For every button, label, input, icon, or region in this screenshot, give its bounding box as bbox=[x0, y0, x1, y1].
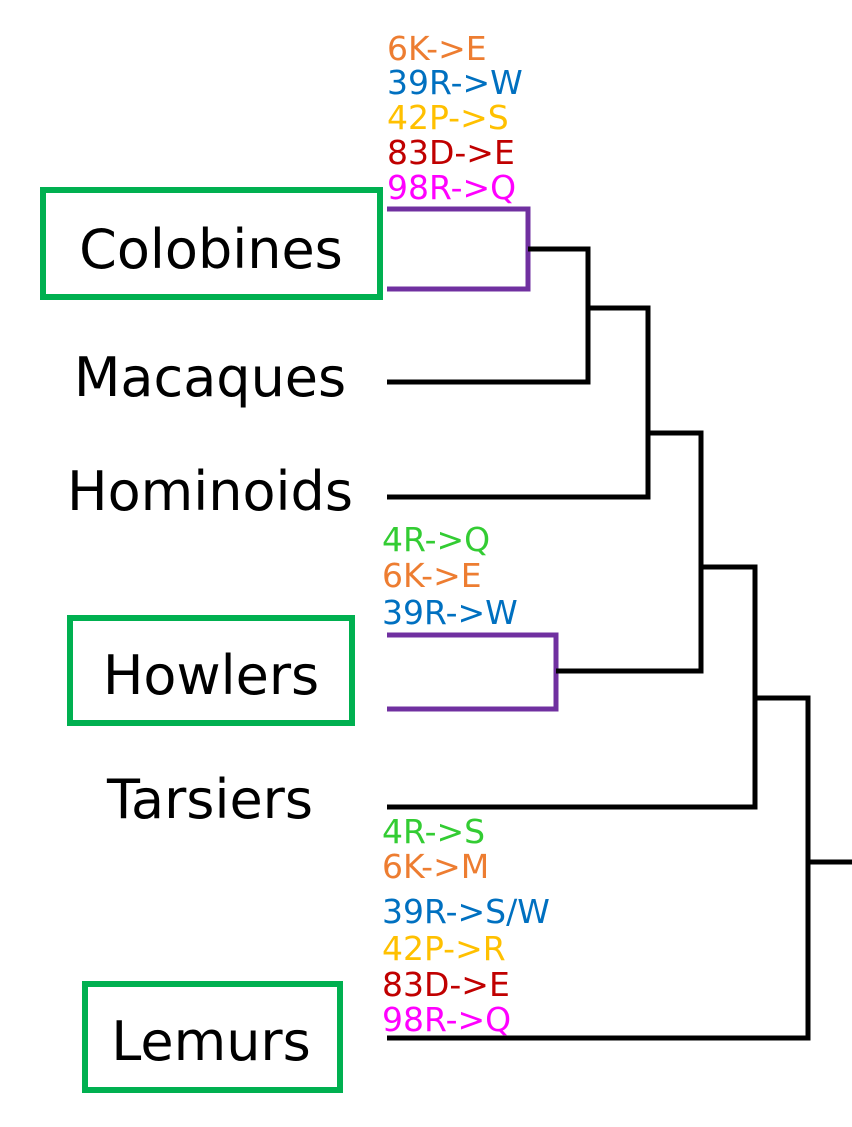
howlers-mutations: 4R->Q 6K->E 39R->W bbox=[382, 520, 518, 632]
taxon-lemurs: Lemurs bbox=[111, 1010, 311, 1073]
howlers-highlight-box bbox=[67, 615, 355, 726]
taxon-tarsiers: Tarsiers bbox=[106, 768, 313, 831]
taxon-howlers: Howlers bbox=[103, 644, 319, 707]
mutation-label: 39R->W bbox=[382, 593, 518, 632]
mutation-label: 6K->M bbox=[382, 847, 489, 886]
colobines-highlight-box bbox=[40, 187, 383, 300]
taxon-hominoids: Hominoids bbox=[67, 460, 353, 523]
colobines-branch bbox=[387, 206, 531, 292]
mutation-label: 83D->E bbox=[387, 133, 515, 172]
mutation-label: 98R->Q bbox=[387, 168, 516, 207]
mutation-label: 98R->Q bbox=[382, 1000, 511, 1039]
taxon-colobines: Colobines bbox=[79, 218, 343, 281]
lemurs-mutations: 4R->S 6K->M 39R->S/W 42P->R 83D->E 98R->… bbox=[382, 812, 550, 1039]
mutation-label: 4R->S bbox=[382, 812, 485, 851]
howlers-branch bbox=[387, 632, 559, 712]
mutation-label: 39R->S/W bbox=[382, 892, 550, 931]
tree-branches bbox=[387, 246, 852, 1041]
mutation-label: 42P->R bbox=[382, 929, 506, 968]
mutation-label: 4R->Q bbox=[382, 520, 490, 559]
mutation-label: 6K->E bbox=[382, 556, 482, 595]
mutation-label: 39R->W bbox=[387, 63, 523, 102]
mutation-label: 6K->E bbox=[387, 29, 487, 68]
lemurs-highlight-box bbox=[82, 981, 343, 1093]
taxon-macaques: Macaques bbox=[74, 346, 346, 409]
mutation-label: 42P->S bbox=[387, 98, 509, 137]
mutation-label: 83D->E bbox=[382, 965, 510, 1004]
colobines-mutations: 6K->E 39R->W 42P->S 83D->E 98R->Q bbox=[387, 29, 523, 207]
